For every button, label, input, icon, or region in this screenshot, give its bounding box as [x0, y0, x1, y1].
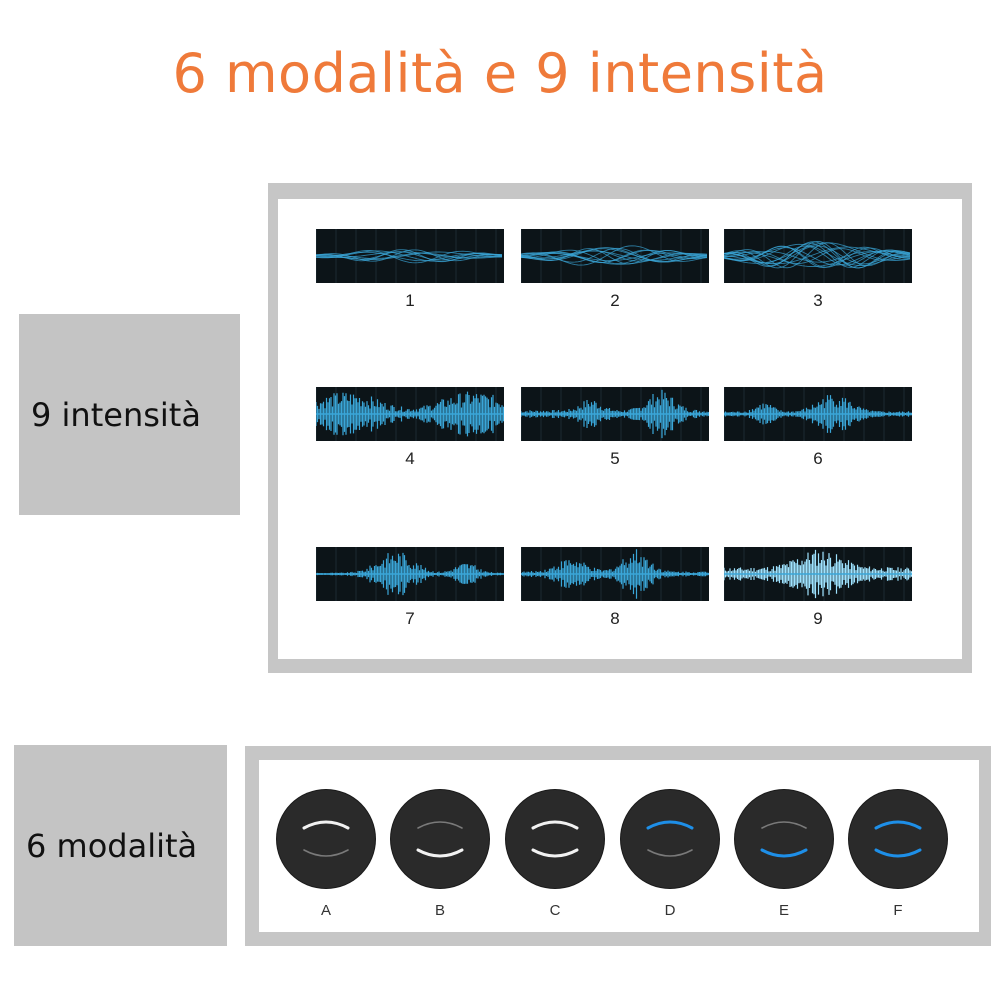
intensity-level-5: 5	[610, 449, 620, 468]
mode-top-arc	[531, 820, 579, 830]
mode-d-button[interactable]	[621, 790, 719, 888]
intensity-level-6: 6	[813, 449, 823, 468]
waveform-1	[316, 229, 504, 283]
intensity-panel: 1 2 3 4 5 6 7 8 9	[268, 183, 972, 673]
mode-bottom-arc	[874, 848, 922, 858]
waveform-2	[521, 229, 709, 283]
mode-f-button[interactable]	[849, 790, 947, 888]
waveform-7	[316, 547, 504, 601]
mode-bottom-arc	[416, 848, 464, 858]
intensity-label-box: 9 intensità	[19, 314, 240, 515]
intensity-level-3: 3	[813, 291, 823, 310]
mode-a-button[interactable]	[277, 790, 375, 888]
mode-b-button[interactable]	[391, 790, 489, 888]
mode-letter-b: B	[434, 902, 445, 919]
mode-bottom-arc	[303, 849, 349, 857]
mode-top-arc	[302, 820, 350, 830]
mode-bottom-arc	[647, 849, 693, 857]
mode-letter-a: A	[320, 902, 331, 919]
mode-top-arc	[874, 820, 922, 830]
mode-letter-c: C	[549, 902, 561, 919]
intensity-level-9: 9	[813, 609, 823, 628]
mode-letter-d: D	[664, 902, 676, 919]
waveform-4	[316, 387, 504, 441]
intensity-level-4: 4	[405, 449, 415, 468]
mode-top-arc	[761, 821, 807, 829]
mode-bottom-arc	[760, 848, 808, 858]
intensity-level-1: 1	[405, 291, 415, 310]
intensity-level-2: 2	[610, 291, 620, 310]
mode-top-arc	[646, 820, 694, 830]
intensity-level-8: 8	[610, 609, 620, 628]
waveform-6	[724, 387, 912, 441]
mode-bottom-arc	[531, 848, 579, 858]
intensity-label: 9 intensità	[31, 395, 201, 434]
modes-panel: A B C D E F	[245, 746, 991, 946]
waveform-9	[724, 547, 912, 601]
mode-e-button[interactable]	[735, 790, 833, 888]
mode-top-arc	[417, 821, 463, 829]
mode-letter-f: F	[893, 902, 903, 919]
intensity-grid: 1 2 3 4 5 6 7 8 9	[278, 199, 962, 659]
modes-label-box: 6 modalità	[14, 745, 227, 946]
mode-c-button[interactable]	[506, 790, 604, 888]
modes-label: 6 modalità	[26, 826, 198, 865]
waveform-8	[521, 547, 709, 601]
mode-letter-e: E	[778, 902, 789, 919]
modes-row: A B C D E F	[259, 760, 979, 932]
intensity-level-7: 7	[405, 609, 415, 628]
waveform-3	[724, 229, 912, 283]
waveform-5	[521, 387, 709, 441]
page-title: 6 modalità e 9 intensità	[172, 42, 828, 105]
